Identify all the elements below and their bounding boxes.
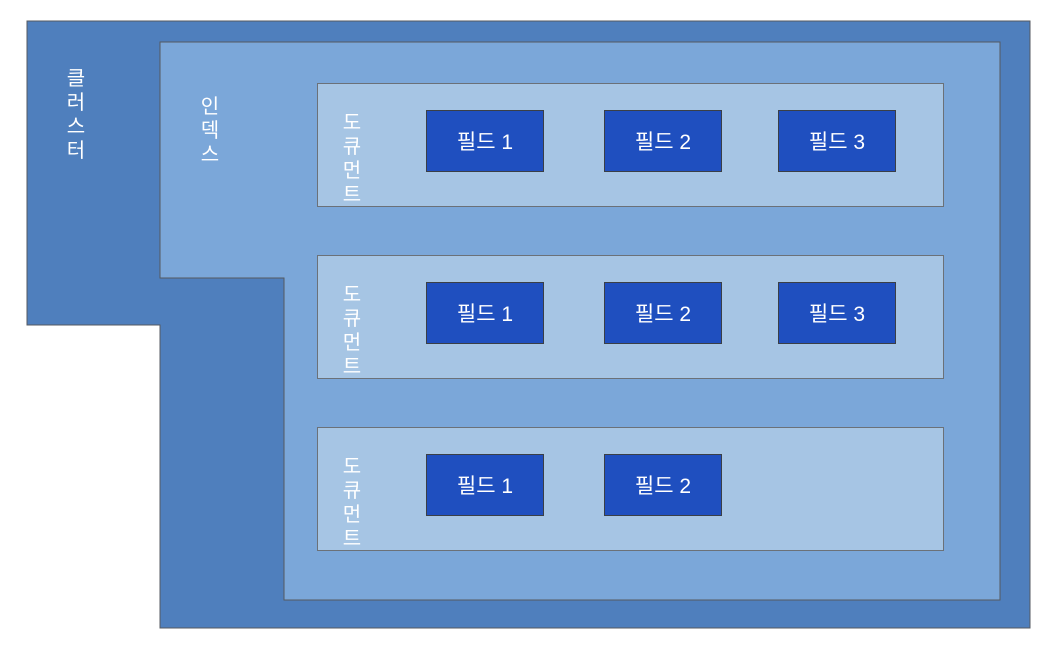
field-1: 필드 1: [426, 110, 544, 172]
cluster-label: 클러스터: [66, 66, 86, 162]
field-1: 필드 1: [426, 282, 544, 344]
document-1: 도큐먼트 필드 1 필드 2 필드 3: [317, 83, 944, 207]
field-1: 필드 1: [426, 454, 544, 516]
field-2: 필드 2: [604, 110, 722, 172]
index-label: 인덱스: [200, 94, 220, 166]
document-label: 도큐먼트: [342, 454, 362, 550]
document-label: 도큐먼트: [342, 282, 362, 378]
field-2: 필드 2: [604, 282, 722, 344]
field-3: 필드 3: [778, 110, 896, 172]
document-3: 도큐먼트 필드 1 필드 2: [317, 427, 944, 551]
field-2: 필드 2: [604, 454, 722, 516]
field-3: 필드 3: [778, 282, 896, 344]
document-2: 도큐먼트 필드 1 필드 2 필드 3: [317, 255, 944, 379]
document-label: 도큐먼트: [342, 110, 362, 206]
